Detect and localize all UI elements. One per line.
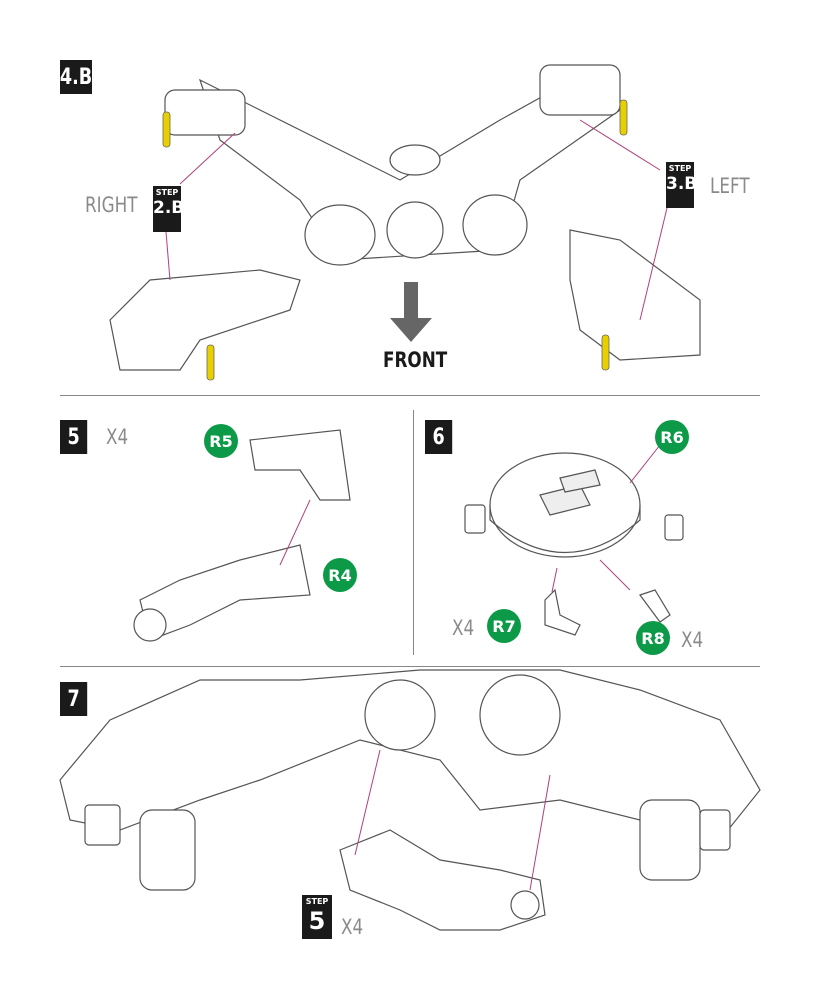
part-badge-r7: R7: [487, 609, 521, 643]
yellow-link-part: [162, 111, 171, 148]
divider: [60, 395, 760, 396]
step-caption: STEP: [305, 897, 329, 906]
front-label: FRONT: [383, 348, 448, 372]
r8-part-drawing: [639, 589, 671, 623]
step5-subassembly-drawing: [339, 829, 546, 931]
divider: [60, 666, 760, 667]
step-reference-2b: STEP 2.B: [153, 186, 185, 232]
leader-line: [639, 207, 668, 321]
quantity-label: X4: [106, 425, 129, 449]
yellow-link-part: [619, 99, 628, 136]
step-number-5: 5: [60, 420, 88, 454]
quantity-label: X4: [452, 616, 475, 640]
step-number-4b: 4.B: [60, 60, 92, 94]
r4-part-drawing: [139, 544, 311, 641]
right-arm-drawing: [109, 269, 301, 371]
step-number-6: 6: [425, 420, 453, 454]
part-badge-r6: R6: [655, 420, 689, 454]
step-ref-number: 3.B: [666, 174, 698, 194]
part-badge-r5: R5: [204, 424, 238, 458]
yellow-link-part: [206, 344, 215, 381]
front-arrow-icon: [390, 282, 432, 342]
step-reference-3b: STEP 3.B: [666, 162, 698, 208]
quantity-label: X4: [341, 915, 364, 939]
left-arm-drawing: [569, 229, 701, 361]
axle-assembly-drawing: [198, 69, 621, 261]
step-caption: STEP: [155, 188, 179, 197]
step-ref-number: 5: [308, 907, 326, 935]
leader-line: [529, 774, 551, 891]
yellow-link-part: [601, 334, 610, 371]
divider: [413, 410, 414, 655]
step-ref-number: 2.B: [153, 198, 185, 218]
part-badge-r4: R4: [323, 558, 357, 592]
leader-line: [629, 444, 661, 484]
leader-line: [599, 559, 631, 591]
left-label: LEFT: [710, 174, 750, 198]
quantity-label: X4: [681, 628, 704, 652]
leader-line: [579, 119, 661, 171]
r7-part-drawing: [544, 588, 581, 636]
leader-line: [165, 231, 171, 281]
right-label: RIGHT: [85, 193, 138, 217]
leader-line: [279, 499, 311, 566]
part-badge-r8: R8: [636, 621, 670, 655]
leader-line: [551, 567, 558, 593]
step-reference-5: STEP 5: [302, 895, 332, 939]
step-caption: STEP: [668, 164, 692, 173]
leader-line: [354, 749, 381, 856]
step-number-7: 7: [60, 682, 88, 716]
r5-part-drawing: [249, 429, 351, 501]
leader-line: [179, 132, 236, 185]
